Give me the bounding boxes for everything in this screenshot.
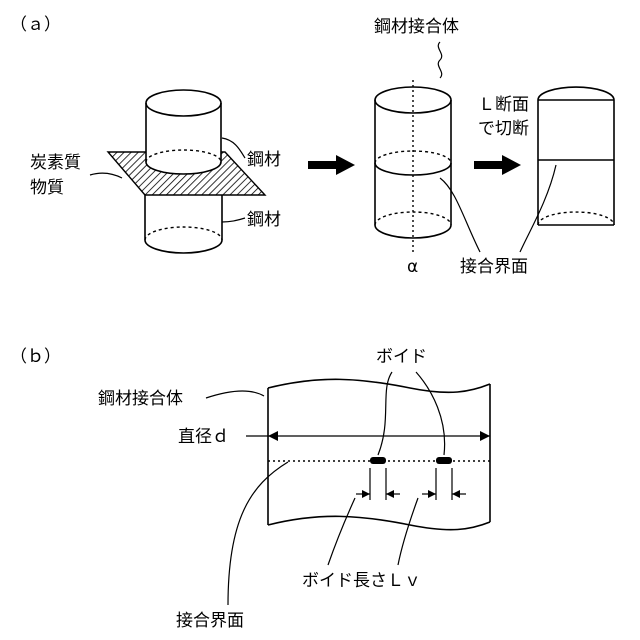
void-leader-2 [416,372,445,455]
interface-leader-b [228,462,288,605]
void-length-leader-2 [398,498,418,565]
interface-label-b: 接合界面 [176,611,244,631]
void-length-label: ボイド長さＬｖ [302,571,421,591]
carbon-leader [90,173,122,178]
joined-body-label-a: 鋼材接合体 [374,17,459,37]
joined-cylinder [375,80,451,255]
joined-body-label-b: 鋼材接合体 [98,389,183,409]
process-arrow-1 [308,155,355,175]
void-length-dim-2 [422,468,466,500]
void-length-dim-1 [356,468,400,500]
diameter-dimension [246,431,490,441]
steel-bottom-leader [222,218,245,222]
top-steel-cylinder [146,90,221,174]
joined-body-leader-b [206,391,264,398]
cut-label-line1: Ｌ断面 [478,95,529,115]
cut-half-cylinder [538,87,614,225]
process-arrow-2 [474,155,521,175]
bottom-steel-cylinder [145,195,222,253]
steel-bottom-label: 鋼材 [247,210,281,230]
section-body [268,379,490,529]
interface-leader-a1 [440,178,480,252]
diameter-label: 直径ｄ [178,427,229,447]
interface-label-a: 接合界面 [460,257,528,277]
void-length-leader-1 [328,498,355,565]
axis-alpha-label: α [407,257,418,277]
joined-body-leader-a [438,42,441,78]
steel-top-label: 鋼材 [247,150,281,170]
cut-label-line2: で切断 [478,119,529,139]
panel-a-tag: （ａ） [10,15,61,35]
void-label: ボイド [376,347,427,367]
void-mark-1 [370,457,386,464]
panel-b-tag: （ｂ） [10,347,61,367]
void-mark-2 [436,457,452,464]
carbon-label-line2: 物質 [30,178,64,198]
carbon-label-line1: 炭素質 [30,153,81,173]
